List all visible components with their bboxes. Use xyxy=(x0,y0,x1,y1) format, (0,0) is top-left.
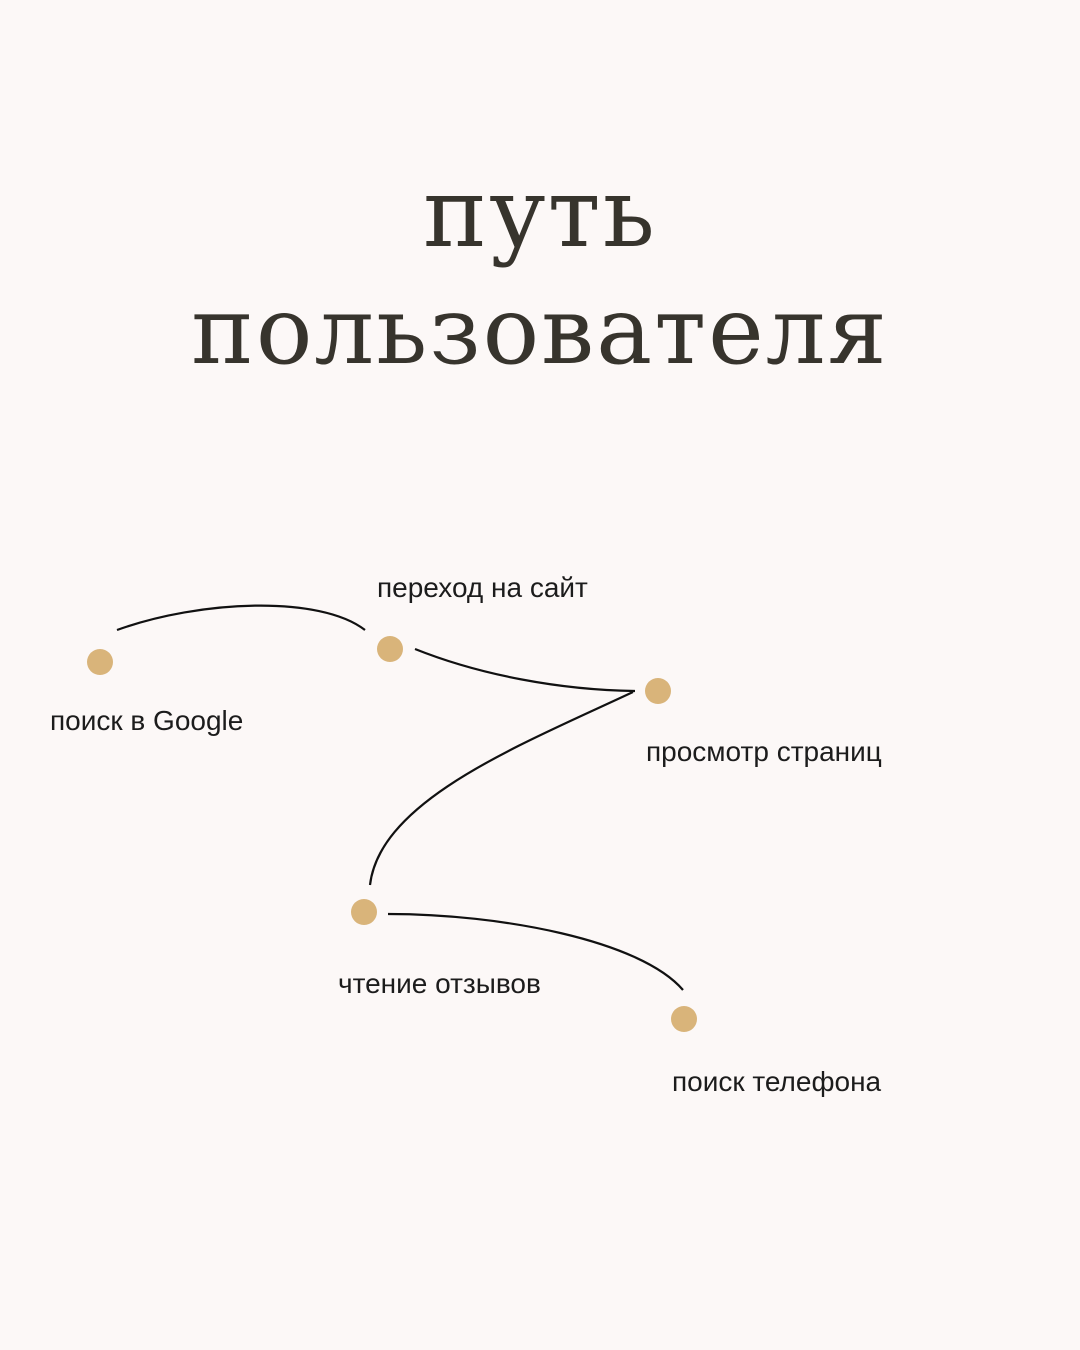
step-dot-5 xyxy=(671,1006,697,1032)
step-label-5: поиск телефона xyxy=(672,1066,882,1097)
step-dot-3 xyxy=(645,678,671,704)
step-dot-4 xyxy=(351,899,377,925)
step-label-2: переход на сайт xyxy=(377,572,588,603)
connector-4-5 xyxy=(387,912,684,991)
step-label-3: просмотр страниц xyxy=(646,736,882,767)
connector-3-4 xyxy=(368,691,634,886)
title-line-1: путь xyxy=(423,157,657,269)
connector-2-3 xyxy=(414,647,636,693)
connector-1-2 xyxy=(116,604,366,632)
step-label-1: поиск в Google xyxy=(50,705,244,736)
step-dot-2 xyxy=(377,636,403,662)
title-line-2: пользователя xyxy=(191,277,889,386)
step-dot-1 xyxy=(87,649,113,675)
step-label-4: чтение отзывов xyxy=(338,968,541,999)
